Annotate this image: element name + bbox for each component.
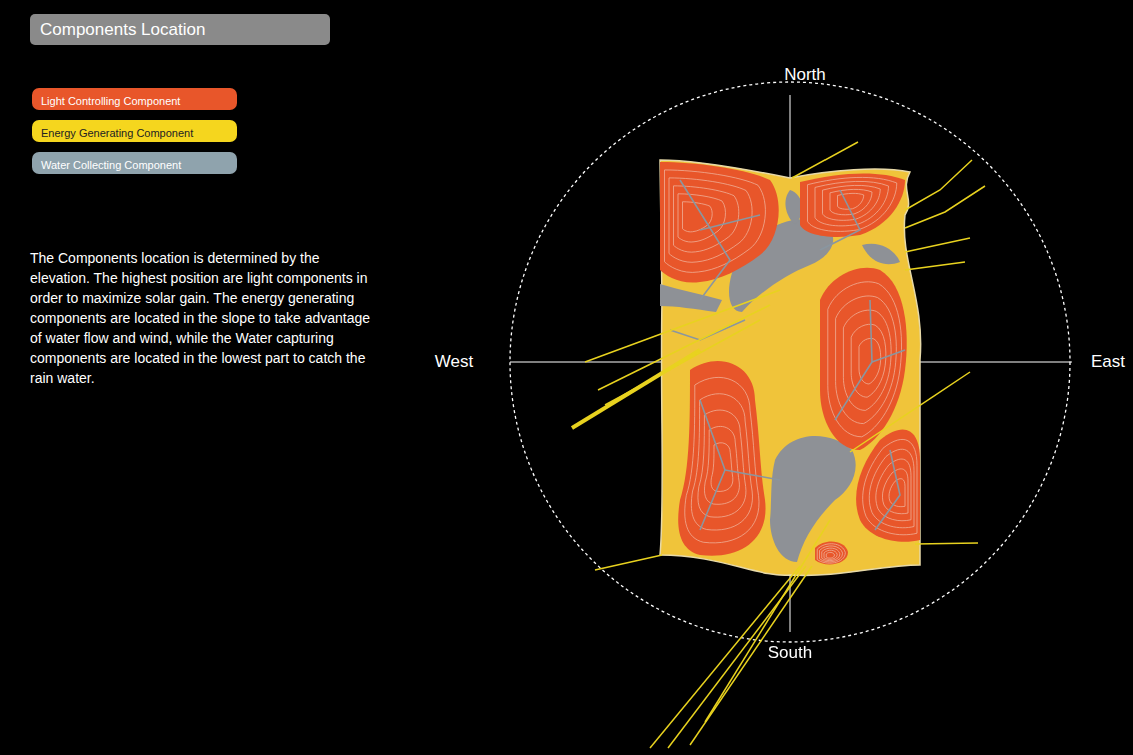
light-zone — [856, 430, 920, 542]
compass-label: North — [784, 65, 826, 85]
contour-line — [828, 282, 902, 437]
light-zones — [660, 162, 920, 564]
surface-map — [660, 160, 921, 575]
drainage-line — [680, 180, 730, 300]
wind-line — [585, 290, 780, 362]
wind-line — [572, 350, 700, 428]
legend-swatch: Water Collecting Component — [32, 152, 237, 174]
title-bar: Components Location — [30, 14, 330, 45]
contour-line — [674, 186, 739, 252]
drainage-line — [835, 300, 872, 420]
compass-label: South — [768, 643, 812, 663]
drainage-line — [700, 215, 760, 230]
wind-line — [905, 262, 965, 270]
water-zone — [770, 436, 856, 562]
drainage-line — [700, 400, 725, 530]
contour-line — [822, 548, 840, 561]
water-zone — [862, 244, 900, 265]
contour-line — [711, 443, 733, 492]
compass-label: East — [1091, 352, 1125, 372]
wind-line — [905, 186, 985, 228]
title: Components Location — [40, 20, 205, 39]
contour-line — [665, 170, 766, 272]
legend-text: Light Controlling Component — [41, 95, 180, 107]
drainage-lines — [670, 180, 905, 530]
legend-text: Water Collecting Component — [41, 159, 181, 171]
legend-swatch: Light Controlling Component — [32, 88, 237, 110]
legend-text: Energy Generating Component — [41, 127, 193, 139]
contour-line — [820, 546, 843, 562]
energy-zone — [660, 160, 921, 575]
light-zone — [815, 542, 848, 565]
water-zone — [660, 284, 722, 312]
contour-line — [823, 185, 881, 220]
light-zone — [678, 361, 765, 556]
water-zone — [785, 190, 802, 225]
wind-line — [905, 238, 970, 252]
wind-line — [595, 555, 662, 570]
wind-lines — [572, 142, 985, 748]
contour-line — [685, 377, 759, 543]
wind-line — [850, 372, 970, 452]
drainage-line — [875, 450, 900, 530]
contour-lines — [665, 170, 918, 563]
contour-line — [817, 544, 845, 563]
wind-line — [792, 142, 858, 178]
legend-swatch: Energy Generating Component — [32, 120, 237, 142]
compass-label: West — [435, 352, 473, 372]
light-zone — [660, 162, 779, 283]
wind-line — [690, 566, 812, 745]
contour-line — [824, 550, 837, 559]
drainage-line — [725, 470, 780, 480]
drainage-line — [872, 350, 905, 362]
contour-line — [678, 194, 725, 242]
contour-line — [838, 193, 864, 209]
light-zone — [800, 173, 905, 237]
contour-line — [815, 181, 889, 225]
compass — [510, 82, 1072, 642]
description-text: The Components location is determined by… — [30, 248, 375, 388]
drainage-line — [820, 190, 860, 250]
contour-line — [826, 552, 834, 558]
wind-line — [905, 160, 972, 210]
contour-line — [863, 439, 917, 534]
wind-line — [705, 520, 830, 722]
wind-line — [598, 305, 770, 390]
wind-line — [915, 543, 978, 544]
contour-line — [704, 426, 739, 504]
contour-line — [808, 177, 897, 231]
contour-line — [691, 394, 752, 530]
contour-line — [836, 296, 897, 424]
